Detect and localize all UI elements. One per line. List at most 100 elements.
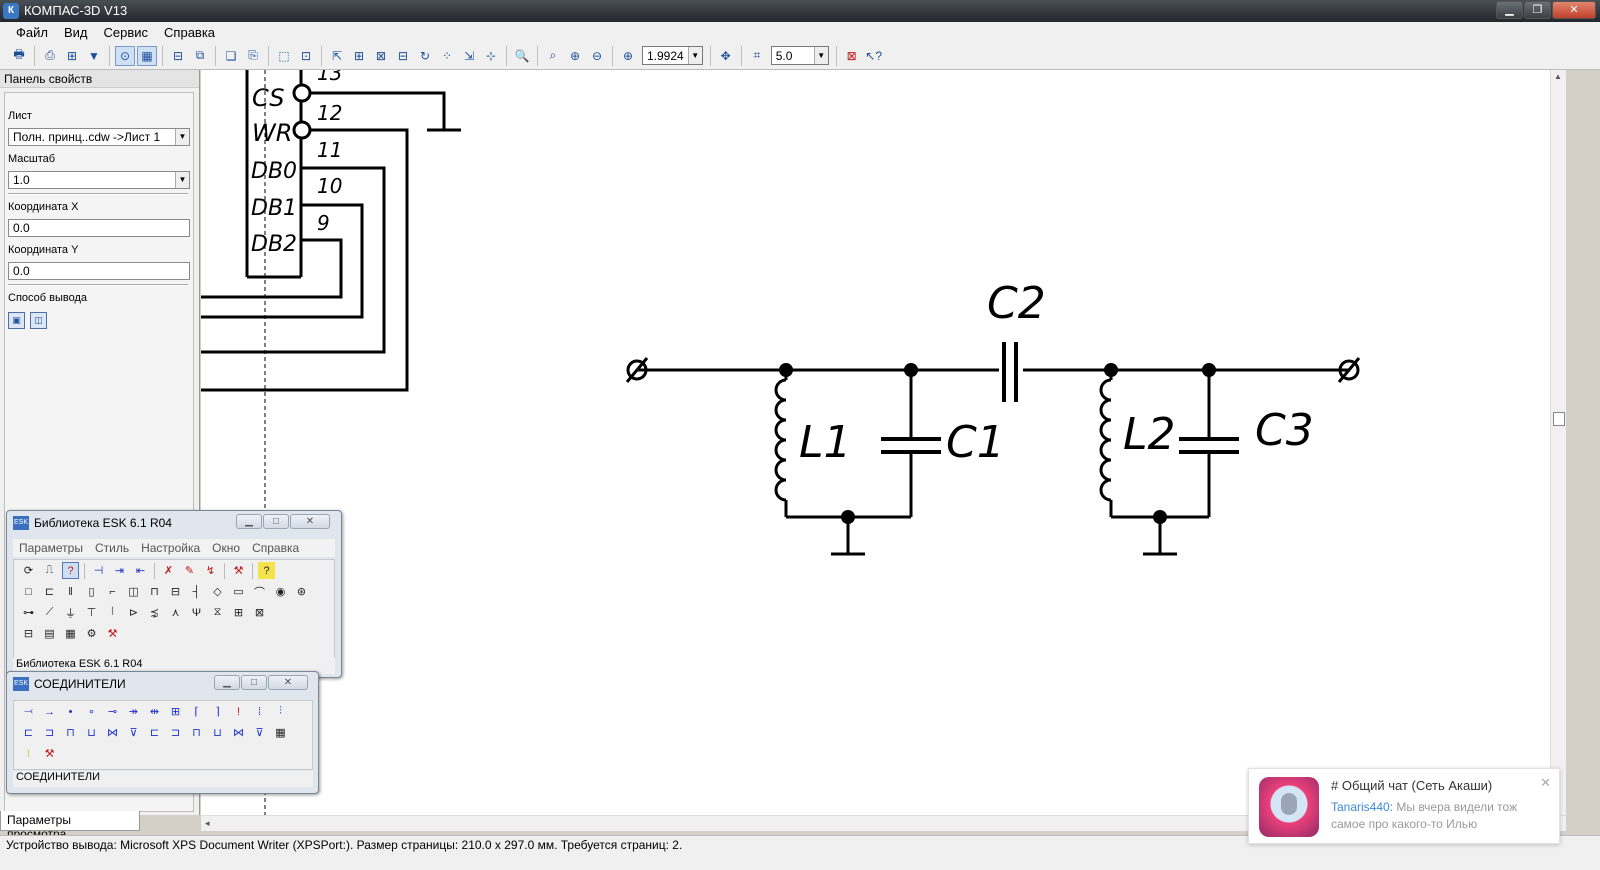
step-icon[interactable]: ⌗ [753, 48, 761, 62]
menu-view[interactable]: Вид [63, 24, 88, 40]
scroll-thumb[interactable] [1553, 412, 1565, 426]
connector-double-arrow-icon[interactable]: ↠ [128, 706, 139, 718]
connector-block-icon[interactable]: ▦ [275, 727, 286, 739]
layout-icon[interactable]: ⊟ [172, 48, 184, 63]
zoom-window-icon[interactable]: 🔍 [514, 48, 530, 63]
menu-help[interactable]: Справка [164, 24, 216, 40]
copy-icon[interactable]: ❏ [225, 48, 237, 63]
element-resistor-icon[interactable]: ▯ [88, 586, 95, 598]
x-coordinate-input[interactable]: 0.0 [8, 219, 190, 237]
element-panel-icon[interactable]: ⊟ [23, 628, 34, 640]
connector-branch-icon[interactable]: ⤙ [24, 705, 33, 717]
element-switch-icon[interactable]: ⌐ [109, 585, 116, 598]
scatter-icon[interactable]: ⁘ [441, 48, 453, 63]
help-icon[interactable]: ? [62, 562, 79, 579]
element-relay-icon[interactable]: ⊏ [44, 586, 55, 598]
menu-service[interactable]: Сервис [103, 24, 149, 40]
element-antenna-icon[interactable]: ⊤ [86, 607, 97, 619]
delete-icon[interactable]: ✗ [163, 565, 174, 577]
connector-pins3-icon[interactable]: ⫶ [279, 705, 282, 717]
chat-notification[interactable]: # Общий чат (Сеть Акаши) Tanaris440: Мы … [1248, 768, 1560, 844]
minimize-button[interactable]: ▁ [214, 675, 240, 690]
zoom-scale-icon[interactable]: ⊕ [622, 48, 634, 63]
zoom-in-icon[interactable]: ⊕ [569, 48, 581, 63]
fit-sheet-icon[interactable]: ⊡ [300, 48, 312, 63]
connector-pins2-icon[interactable]: ⁞ [257, 705, 262, 718]
connector-chain-icon[interactable]: ⊸ [107, 706, 118, 718]
output-mode-one-button[interactable]: ▣ [8, 312, 25, 329]
output-mode-two-button[interactable]: ◫ [30, 312, 47, 329]
mirror-icon[interactable]: ⎍ [45, 564, 54, 576]
restore-button[interactable]: ❐ [1524, 1, 1551, 19]
paste-icon[interactable]: ⎘ [248, 48, 258, 62]
vertical-scrollbar[interactable]: ▲ [1550, 70, 1566, 815]
align-icon[interactable]: ⇲ [463, 48, 475, 63]
connector-jack9-icon[interactable]: ⊓ [192, 727, 201, 739]
grid-icon[interactable]: ▦ [137, 45, 157, 66]
element-grid-icon[interactable]: ▦ [65, 628, 76, 640]
distribute-icon[interactable]: ⊹ [485, 48, 497, 63]
connector-ring-icon[interactable]: ∘ [88, 706, 95, 718]
connector-jack2-icon[interactable]: ⊐ [44, 727, 55, 739]
element-coil-icon[interactable]: ⧖ [213, 606, 222, 618]
element-lamp-icon[interactable]: ▭ [233, 586, 244, 598]
chevron-down-icon[interactable]: ▼ [175, 172, 189, 188]
horizontal-scrollbar[interactable]: ◂ [201, 815, 1566, 831]
element-table-icon[interactable]: ▤ [44, 628, 55, 640]
element-contact-icon[interactable]: ┤ [192, 585, 201, 598]
menu-file[interactable]: Файл [16, 24, 48, 40]
printer-settings-icon[interactable]: ⎙ [45, 48, 55, 62]
element-branch-icon[interactable]: ⋏ [171, 607, 180, 619]
element-terminal-icon[interactable]: ⊠ [254, 607, 265, 619]
table-icon[interactable]: ⊞ [353, 48, 365, 63]
fit-page-icon[interactable]: ⬚ [278, 48, 290, 63]
context-help-icon[interactable]: ↖? [865, 48, 883, 63]
chevron-down-icon[interactable]: ▼ [813, 47, 828, 64]
close-preview-icon[interactable]: ⊠ [846, 48, 857, 63]
filter-icon[interactable]: ▼ [88, 48, 100, 63]
sheet-select[interactable]: Полн. принц..cdw ->Лист 1 ▼ [8, 128, 190, 146]
split-icon[interactable]: ⊟ [397, 48, 409, 63]
wire-join-icon[interactable]: ⇤ [135, 565, 146, 577]
snap-icon[interactable]: ⊙ [115, 45, 135, 66]
maximize-button[interactable]: □ [241, 675, 267, 690]
library-menu-style[interactable]: Стиль [94, 541, 130, 555]
wire-h-icon[interactable]: ⊣ [93, 565, 104, 577]
scroll-up-icon[interactable]: ▲ [1554, 72, 1562, 81]
connector-jack5-icon[interactable]: ⋈ [107, 727, 118, 739]
connector-jack8-icon[interactable]: ⊐ [170, 727, 181, 739]
print-icon[interactable]: 🖶 [13, 47, 25, 61]
close-button[interactable]: ✕ [290, 514, 330, 529]
connector-jack7-icon[interactable]: ⊏ [149, 727, 160, 739]
maximize-button[interactable]: □ [263, 514, 289, 529]
element-box-icon[interactable]: ◫ [128, 586, 139, 598]
connector-jack10-icon[interactable]: ⊔ [213, 727, 222, 739]
element-fuse-icon[interactable]: ⊟ [170, 586, 181, 598]
element-fork-icon[interactable]: Ψ [191, 606, 202, 619]
chevron-down-icon[interactable]: ▼ [175, 129, 189, 145]
close-icon[interactable]: ✕ [1540, 775, 1551, 790]
library-menu-settings[interactable]: Настройка [141, 541, 201, 555]
connector-plug-icon[interactable]: ⊞ [170, 706, 181, 718]
connector-marker-icon[interactable]: ⁝ [26, 748, 31, 760]
element-diamond-icon[interactable]: ◇ [213, 586, 222, 598]
connector-arrow-icon[interactable]: → [44, 705, 55, 718]
connector-jack3-icon[interactable]: ⊓ [66, 727, 75, 739]
connector-jack12-icon[interactable]: ⊽ [255, 727, 264, 739]
element-link-icon[interactable]: ⊶ [23, 607, 34, 619]
scale-select[interactable]: 1.0 ▼ [8, 171, 190, 189]
y-coordinate-input[interactable]: 0.0 [8, 262, 190, 280]
element-arc-icon[interactable]: ⌒ [254, 586, 265, 599]
drawing-canvas[interactable]: CS WR DB0 DB1 DB2 13 12 11 10 9 [201, 70, 1550, 815]
element-line-icon[interactable]: ⟋ [45, 606, 54, 618]
element-stamp-icon[interactable]: ⚙ [86, 628, 97, 640]
rotate-icon[interactable]: ⟳ [23, 565, 34, 577]
element-transistor-icon[interactable]: ⋨ [149, 607, 160, 619]
element-rect-icon[interactable]: □ [25, 585, 32, 598]
connectors-window-titlebar[interactable]: ESK СОЕДИНИТЕЛИ ▁ □ ✕ [7, 672, 318, 696]
scroll-left-icon[interactable]: ◂ [205, 818, 210, 828]
wire-break-icon[interactable]: ⇥ [114, 565, 125, 577]
library-menu-window[interactable]: Окно [212, 541, 241, 555]
connector-jack6-icon[interactable]: ⊽ [129, 727, 138, 739]
connector-dot-icon[interactable]: • [68, 705, 73, 718]
